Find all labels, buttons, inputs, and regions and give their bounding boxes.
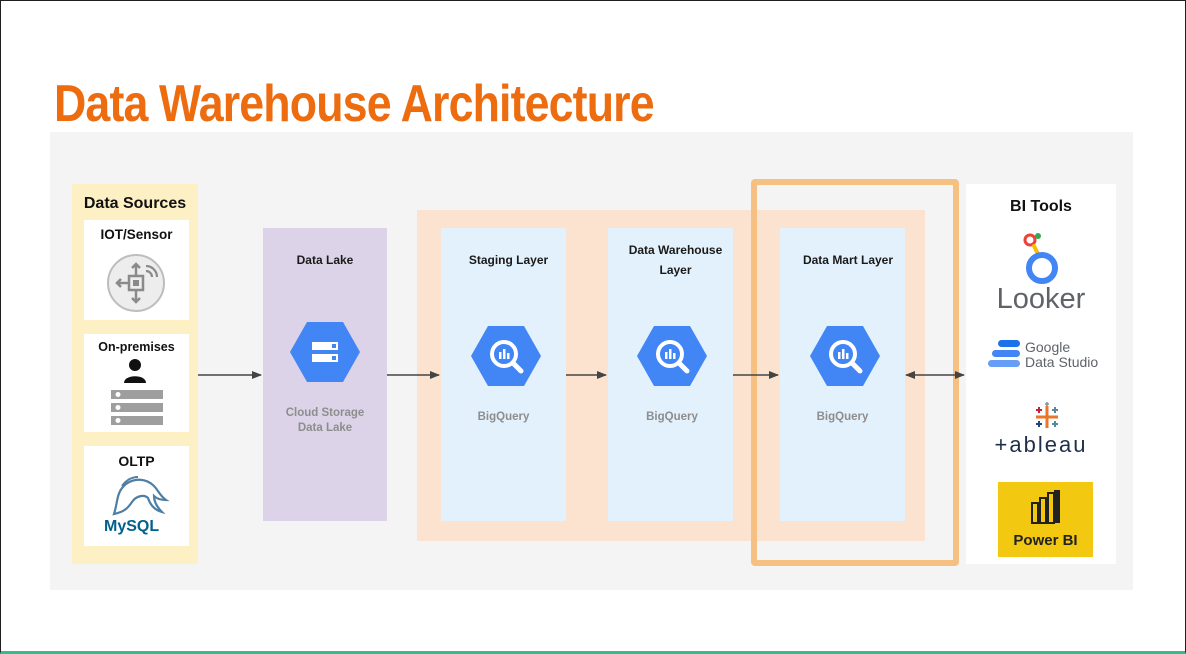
- bigquery-icon: [810, 326, 880, 386]
- gds-name-1: Google: [1025, 339, 1071, 355]
- server-stack-icon: [111, 390, 163, 425]
- mysql-dolphin-icon: [112, 476, 170, 516]
- bi-tools-title: BI Tools: [1010, 198, 1072, 215]
- data-sources-title: Data Sources: [83, 195, 187, 212]
- power-bi-name: Power BI: [1013, 532, 1078, 549]
- source-oltp-card: OLTP MySQL: [84, 446, 189, 546]
- iot-sensor-icon: [107, 254, 165, 312]
- power-bi-logo: [1031, 490, 1060, 524]
- power-bi-tile: Power BI: [998, 482, 1093, 557]
- bigquery-icon: [471, 326, 541, 386]
- mysql-logo: MySQL: [104, 518, 160, 535]
- google-data-studio-logo: [988, 340, 1020, 367]
- staging-bigquery-label: BigQuery: [477, 411, 530, 423]
- tableau-name: +ableau: [994, 432, 1088, 457]
- cloud-storage-label-2: Data Lake: [297, 422, 353, 434]
- mart-layer-title: Data Mart Layer: [802, 253, 894, 267]
- page-title: Data Warehouse Architecture: [54, 75, 655, 133]
- staging-layer-title: Staging Layer: [468, 253, 549, 267]
- source-onprem-card: On-premises: [84, 334, 189, 432]
- cloud-storage-label-1: Cloud Storage: [285, 407, 365, 419]
- dw-layer-title-1: Data Warehouse: [628, 243, 723, 257]
- person-icon: [124, 359, 146, 383]
- tableau-logo: [1036, 402, 1058, 428]
- data-lake-title: Data Lake: [296, 253, 354, 267]
- source-onprem-label: On-premises: [98, 340, 175, 354]
- source-iot-label: IOT/Sensor: [100, 227, 173, 242]
- dw-bigquery-label: BigQuery: [646, 411, 698, 423]
- cloud-storage-icon: [290, 322, 360, 382]
- source-oltp-label: OLTP: [118, 453, 155, 469]
- bigquery-icon: [637, 326, 707, 386]
- source-iot-card: IOT/Sensor: [84, 220, 189, 320]
- dw-layer-title-2: Layer: [659, 263, 692, 277]
- mart-bigquery-label: BigQuery: [816, 411, 869, 423]
- looker-logo: [1023, 233, 1058, 284]
- gds-name-2: Data Studio: [1025, 354, 1099, 370]
- looker-name: Looker: [996, 283, 1086, 315]
